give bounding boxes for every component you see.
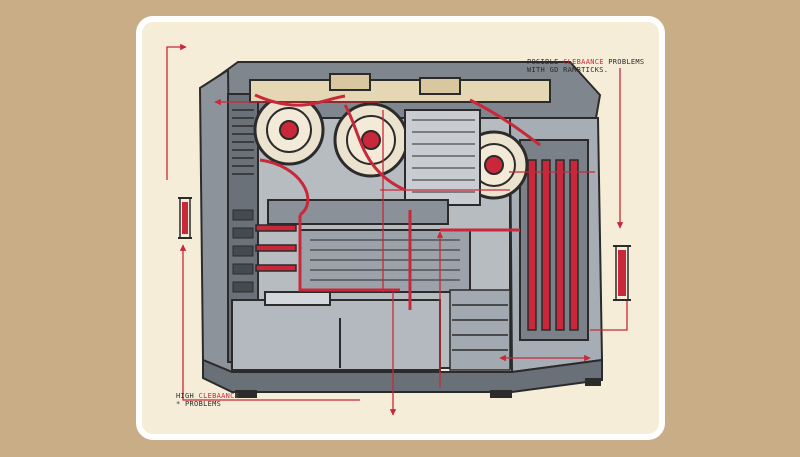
annotation-text: POSIBLE	[527, 58, 564, 66]
front-ram-slots	[527, 159, 579, 331]
clearance-markers	[166, 43, 628, 416]
top-radiator	[249, 73, 551, 103]
annotation-top-right: POSIBLE CLEBAANCE PROBLEMS WITH GD RAMBT…	[527, 58, 647, 74]
annotation-top-line2: WITH GD RAMBTICKS.	[527, 66, 609, 74]
annotation-bottom-left: HIGH CLEBAANCE * PROBLEMS	[176, 392, 296, 408]
fan-icon	[333, 102, 409, 178]
rear-vent	[232, 109, 254, 175]
ram-stick-icon	[613, 245, 631, 301]
expansion-slots	[232, 209, 254, 293]
annotation-highlight: CLEBAANCE	[563, 58, 604, 66]
annotation-highlight: CLEBAANCE	[198, 392, 240, 400]
pcie-cards	[255, 224, 297, 272]
cpu-cooler	[404, 109, 481, 206]
annotation-text: HIGH	[176, 392, 199, 400]
annotation-top-line1: POSIBLE CLEBAANCE PROBLEMS	[527, 58, 647, 66]
ram-stick-icon	[178, 197, 192, 239]
annotation-bottom-line2: * PROBLEMS	[176, 400, 222, 408]
annotation-text: PROBLEMS	[603, 58, 645, 66]
graphics-card	[267, 199, 471, 293]
annotation-bottom-line1: HIGH CLEBAANCE	[176, 392, 296, 400]
cable-runs	[254, 93, 541, 310]
